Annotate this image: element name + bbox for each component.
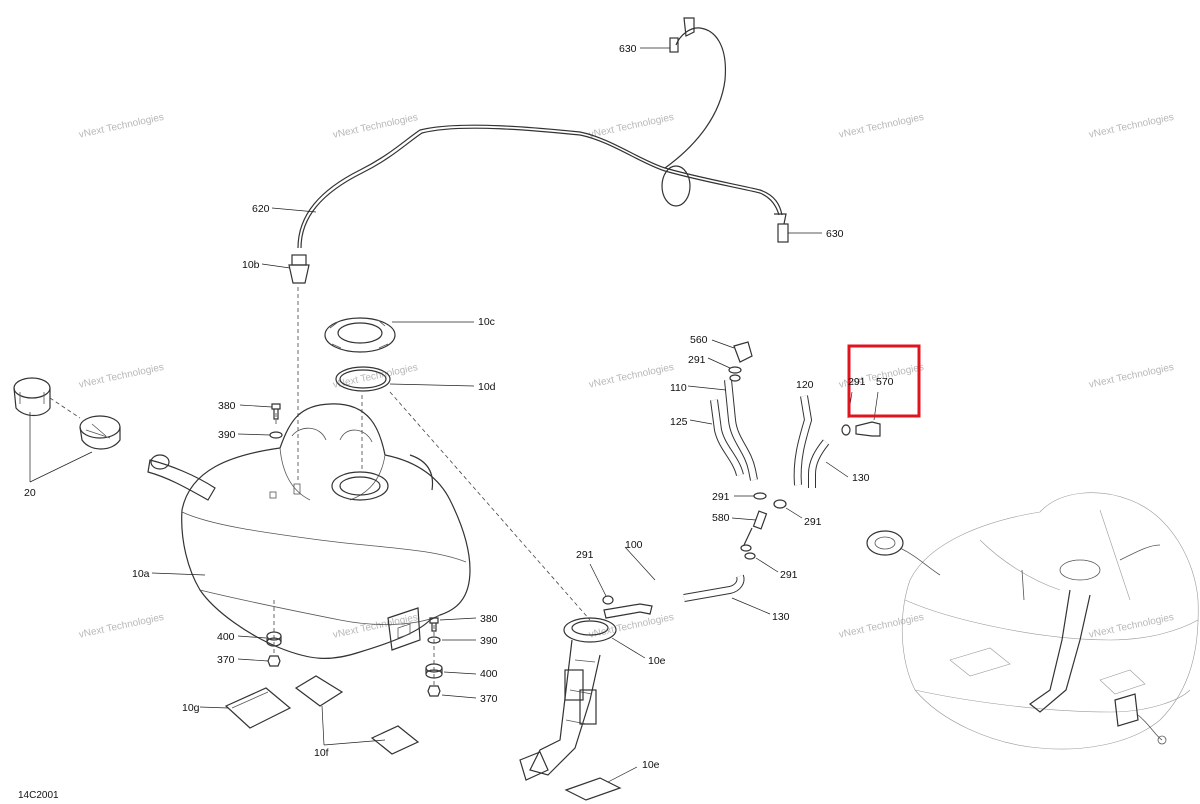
- washer-390-right: [427, 636, 476, 644]
- label-20: 20: [24, 487, 36, 499]
- seal-10d: [335, 366, 475, 392]
- watermark: vNext Technologies: [332, 612, 419, 641]
- label-370: 370: [217, 654, 235, 666]
- label-291: 291: [804, 516, 822, 528]
- watermark: vNext Technologies: [838, 112, 925, 141]
- label-10g: 10g: [182, 702, 200, 714]
- label-400: 400: [480, 668, 498, 680]
- label-291: 291: [576, 549, 594, 561]
- nut-370-left: [237, 655, 281, 667]
- label-620: 620: [252, 203, 270, 215]
- label-10c: 10c: [478, 316, 495, 328]
- leader-620: [271, 207, 317, 213]
- label-10d: 10d: [478, 381, 496, 393]
- bolt-380-top: [239, 403, 281, 420]
- label-400: 400: [217, 631, 235, 643]
- pump-spare-10e: [564, 766, 638, 801]
- label-130: 130: [772, 611, 790, 623]
- watermark: vNext Technologies: [78, 112, 165, 141]
- rollover-valve-10b: [261, 254, 310, 284]
- label-291: 291: [688, 354, 706, 366]
- label-380: 380: [218, 400, 236, 412]
- skid-pad-10f-upper: [294, 675, 344, 707]
- watermark: vNext Technologies: [1088, 362, 1175, 391]
- watermark-group: vNext Technologies vNext Technologies vN…: [78, 112, 1175, 641]
- lock-ring-10c: [324, 317, 474, 353]
- label-291: 291: [712, 491, 730, 503]
- watermark: vNext Technologies: [1088, 612, 1175, 641]
- label-130: 130: [852, 472, 870, 484]
- connector-580: [731, 510, 768, 530]
- label-630: 630: [826, 228, 844, 240]
- assembled-tank-view: [866, 492, 1199, 750]
- skid-pad-10f-lower: [370, 725, 420, 755]
- label-120: 120: [796, 379, 814, 391]
- clamp-291-b: [734, 492, 767, 500]
- label-10a: 10a: [132, 568, 150, 580]
- label-630: 630: [619, 43, 637, 55]
- label-100: 100: [625, 539, 643, 551]
- label-291: 291: [848, 376, 866, 388]
- watermark: vNext Technologies: [588, 612, 675, 641]
- nut-370-right: [427, 685, 477, 699]
- rubber-pad-400-right: [425, 663, 477, 679]
- label-125: 125: [670, 416, 688, 428]
- label-580: 580: [712, 512, 730, 524]
- label-10f: 10f: [314, 747, 329, 759]
- vent-hose-620: [297, 17, 783, 249]
- fuel-cap-20: [13, 377, 121, 483]
- vent-fitting-630-top: [640, 37, 679, 53]
- watermark: vNext Technologies: [838, 612, 925, 641]
- watermark: vNext Technologies: [588, 112, 675, 141]
- watermark: vNext Technologies: [588, 362, 675, 391]
- label-291: 291: [780, 569, 798, 581]
- label-110: 110: [670, 382, 687, 394]
- washer-390-top: [237, 431, 283, 439]
- drawing-code: 14C2001: [18, 790, 59, 801]
- clamp-291-a: [707, 357, 742, 382]
- fuel-hose-125: [689, 399, 744, 477]
- fuel-hose-110: [687, 379, 758, 481]
- fuel-line-stub: [743, 527, 753, 546]
- label-10e: 10e: [648, 655, 666, 667]
- watermark: vNext Technologies: [1088, 112, 1175, 141]
- vent-fitting-630-right: [774, 213, 822, 243]
- label-370: 370: [480, 693, 498, 705]
- label-390: 390: [480, 635, 498, 647]
- leader-10f: [321, 705, 386, 746]
- clamp-291-e: [589, 563, 614, 605]
- watermark: vNext Technologies: [78, 612, 165, 641]
- label-570: 570: [876, 376, 894, 388]
- skid-pad-10g: [199, 687, 292, 729]
- fuel-hose-120: [793, 395, 813, 486]
- label-10b: 10b: [242, 259, 260, 271]
- fuel-hose-100: [610, 546, 742, 599]
- watermark: vNext Technologies: [78, 362, 165, 391]
- assembly-line: [389, 391, 591, 621]
- fuel-hose-130-upper: [808, 439, 849, 488]
- clamp-291-c: [773, 499, 803, 519]
- part-labels: 630 630 620 10b 10c 10d 380 390 20 10a 4…: [24, 43, 894, 771]
- highlight-box: [847, 344, 921, 418]
- label-390: 390: [218, 429, 236, 441]
- label-560: 560: [690, 334, 708, 346]
- clamp-291-d: [740, 544, 779, 573]
- fuel-tank-10a: [147, 403, 471, 659]
- watermark: vNext Technologies: [332, 112, 419, 141]
- label-380: 380: [480, 613, 498, 625]
- bolt-380-right: [429, 617, 477, 632]
- fuel-hose-130-lower: [683, 574, 771, 615]
- quick-connect-560: [711, 339, 753, 363]
- fuel-pump-module-10e: [519, 603, 653, 781]
- label-10e: 10e: [642, 759, 660, 771]
